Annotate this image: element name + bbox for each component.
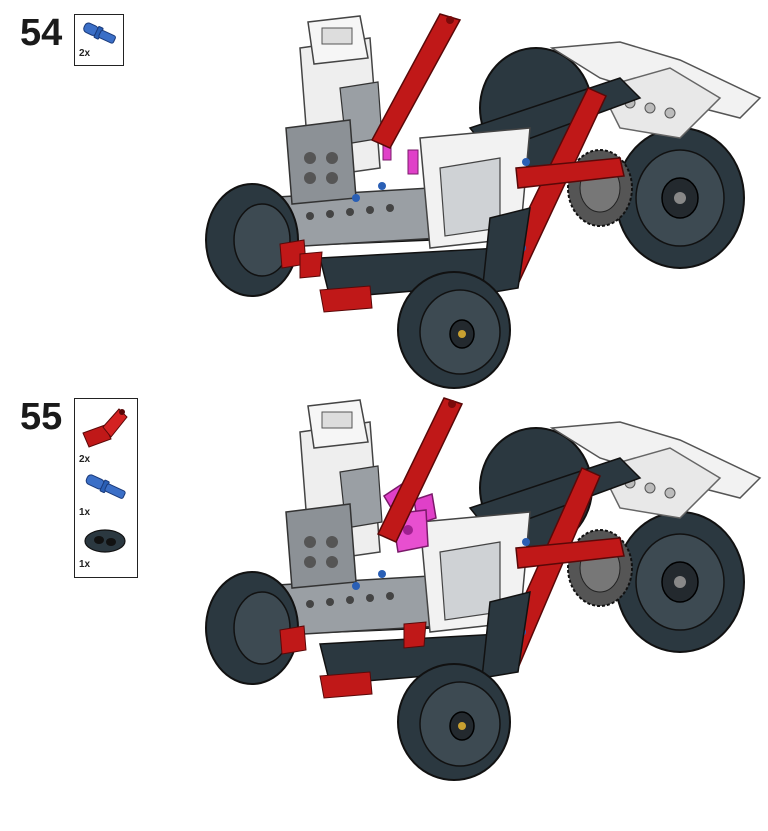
blue-pin [378,182,386,190]
rear-wing [549,421,762,519]
part-quantity: 1x [79,559,91,570]
step-number: 55 [20,396,63,438]
motor [285,399,383,589]
part-entry: 2x [75,15,123,59]
front-right-wheel [397,271,511,389]
red-connectors [279,239,373,313]
part-entry: 2x [75,399,137,465]
dark-panel [481,206,531,295]
blue-pin [352,194,360,202]
parts-callout: 2x 1x 1x [74,398,138,578]
red-liftarm-left [370,13,462,149]
blue-pin [522,538,530,546]
dark-bush-icon [84,529,126,553]
blue-pin [522,158,530,166]
part-quantity: 1x [79,507,91,518]
red-liftarm-left [376,397,464,543]
front-left-wheel [205,183,299,297]
red-connectors [279,621,427,699]
red-angle-connector-icon [82,408,128,448]
step-number: 54 [20,12,63,54]
motor [285,15,383,205]
part-entry: 1x [75,524,137,570]
blue-axle-pin-icon [85,474,126,499]
part-quantity: 2x [79,454,91,465]
front-left-wheel [205,571,299,685]
blue-axle-pin-icon [83,22,116,44]
front-right-wheel [397,663,511,781]
dark-panel [481,590,531,679]
step-55-model-render [205,397,762,781]
parts-callout: 2x [74,14,124,66]
step-54-model-render [205,13,762,389]
rear-wing [549,41,762,139]
part-quantity: 2x [79,48,91,59]
part-entry: 1x [75,469,137,518]
blue-pin [378,570,386,578]
blue-pin [352,582,360,590]
